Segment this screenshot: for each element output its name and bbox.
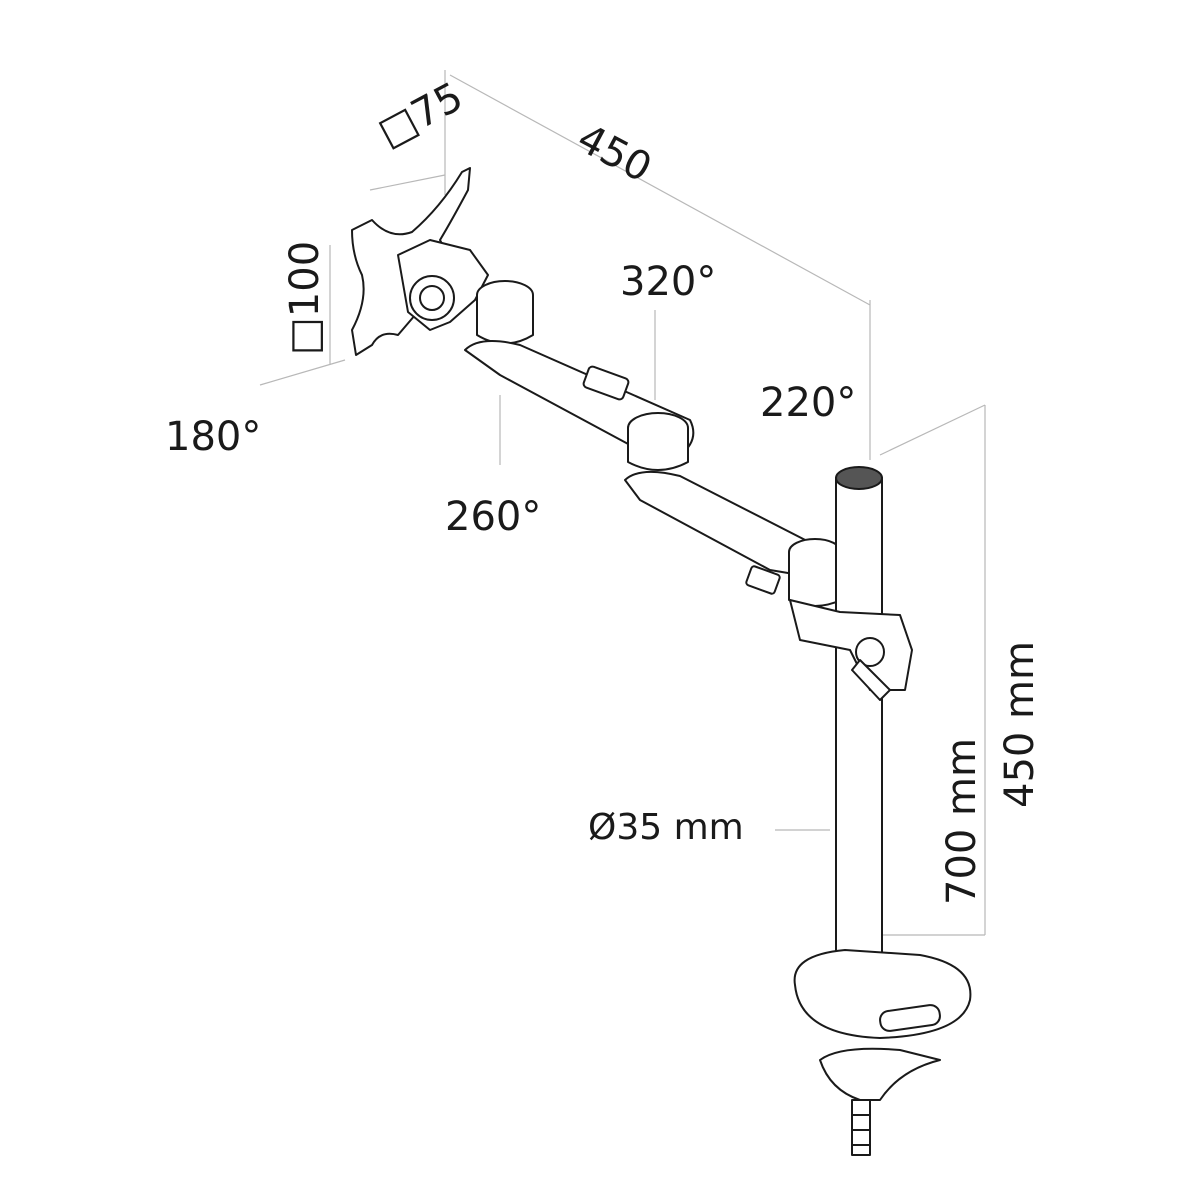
height-450-label: 450 mm [997, 641, 1043, 808]
pole [835, 477, 883, 989]
pole-diameter-label: Ø35 mm [588, 807, 744, 848]
height-700-label: 700 mm [939, 738, 985, 905]
angle-260-label: 260° [445, 494, 542, 540]
angle-220-label: 220° [760, 380, 857, 426]
vesa-100-label: □100 [282, 240, 328, 355]
dimension-lines [259, 70, 986, 936]
angle-180-label: 180° [165, 414, 262, 460]
pole-collar [789, 599, 913, 691]
angle-320-label: 320° [620, 259, 717, 305]
desk-clamp [819, 1047, 941, 1101]
monitor-arm [351, 167, 972, 1156]
